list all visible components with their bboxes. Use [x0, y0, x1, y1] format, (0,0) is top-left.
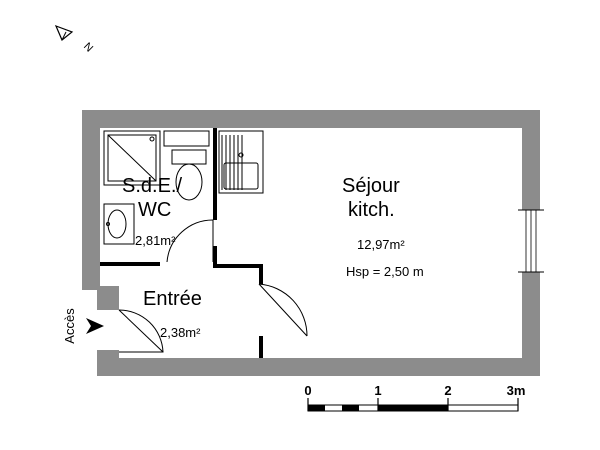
window	[518, 209, 544, 273]
entry-area: 2,38m²	[160, 325, 201, 340]
sink-icon	[223, 152, 259, 190]
living-name-line2: kitch.	[348, 199, 395, 221]
washbasin-icon	[103, 203, 135, 245]
ceiling-height: Hsp = 2,50 m	[346, 264, 424, 279]
compass-label: N	[81, 40, 95, 54]
access-label: Accès	[62, 308, 77, 344]
scale-bar	[307, 398, 519, 412]
entry-name: Entrée	[143, 288, 202, 310]
scale-tick-label: 0	[304, 383, 311, 398]
scale-tick-label: 1	[374, 383, 381, 398]
bathroom-name-line1: S.d.E./	[122, 175, 182, 197]
living-area: 12,97m²	[357, 237, 405, 252]
scale-tick-label: 3m	[507, 383, 526, 398]
bathroom-name-line2: WC	[138, 199, 171, 221]
access-arrow-icon	[86, 318, 104, 334]
interior-walls	[100, 128, 263, 358]
door-bathroom	[166, 219, 214, 263]
north-arrow-icon	[54, 24, 74, 41]
scale-tick-label: 2	[444, 383, 451, 398]
door-entrance	[118, 309, 164, 353]
door-living	[258, 283, 308, 337]
bathroom-area: 2,81m²	[135, 233, 176, 248]
shower-icon	[103, 130, 161, 186]
toilet-icon	[171, 149, 207, 201]
living-name-line1: Séjour	[342, 175, 400, 197]
